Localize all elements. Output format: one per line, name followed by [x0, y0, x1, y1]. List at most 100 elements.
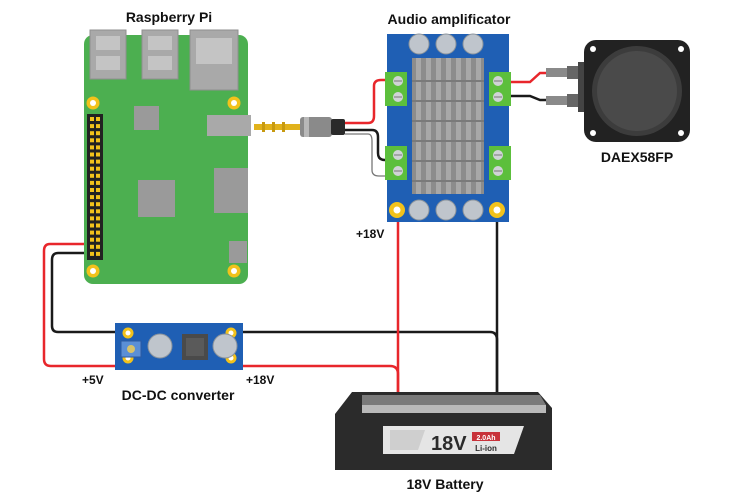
capacitor — [435, 199, 457, 221]
heatsink-groove — [412, 80, 484, 82]
heatsink-fin — [416, 58, 421, 194]
gpio-pin — [96, 216, 100, 221]
wire-gnd-battery — [240, 330, 499, 392]
gpio-pin — [90, 131, 94, 136]
audio-jack-plug — [254, 117, 345, 137]
gpio-pin — [90, 230, 94, 235]
input-terminal — [385, 72, 407, 106]
gpio-pin — [96, 173, 100, 178]
gpio-pin — [90, 159, 94, 164]
gpio-pin — [96, 159, 100, 164]
gpio-pin — [90, 209, 94, 214]
gpio-pin — [90, 244, 94, 249]
gpio-pin — [96, 195, 100, 200]
heatsink-fins — [412, 58, 484, 194]
heatsink-fin — [436, 58, 441, 194]
input-terminal — [385, 146, 407, 180]
audio-amplifier-board — [385, 33, 511, 222]
battery-capacity: 2.0Ah — [476, 435, 495, 442]
wire-audio-shield — [345, 133, 393, 177]
capacitor — [435, 33, 457, 55]
label-converter-plus-18v: +18V — [246, 373, 274, 387]
gpio-pins — [90, 117, 100, 256]
converter-capacitor — [212, 333, 238, 359]
heatsink-groove — [412, 120, 484, 122]
label-dc-dc-converter: DC-DC converter — [122, 387, 235, 403]
converter-capacitor — [147, 333, 173, 359]
raspberry-pi-board — [84, 29, 251, 284]
battery-capacity-badge — [472, 432, 500, 441]
gpio-pin — [96, 209, 100, 214]
gpio-pin — [90, 216, 94, 221]
gpio-pin — [90, 251, 94, 256]
gpio-pin — [90, 237, 94, 242]
gpio-pin — [90, 124, 94, 129]
gpio-pin — [96, 230, 100, 235]
heatsink-groove — [412, 180, 484, 182]
gpio-pin — [90, 180, 94, 185]
dc-dc-converter-board — [115, 323, 243, 370]
gpio-pin — [90, 195, 94, 200]
gpio-pin — [90, 117, 94, 121]
label-amp-plus-18v: +18V — [356, 227, 384, 241]
chip-right — [214, 168, 248, 213]
gpio-pin — [96, 202, 100, 207]
heatsink-groove — [412, 100, 484, 102]
audio-jack-socket — [207, 115, 251, 136]
gpio-pin — [96, 152, 100, 157]
gpio-pin — [96, 166, 100, 171]
label-plus-5v: +5V — [82, 373, 104, 387]
gpio-pin — [96, 145, 100, 150]
gpio-pin — [96, 180, 100, 185]
wires — [42, 71, 548, 392]
label-speaker: DAEX58FP — [601, 149, 673, 165]
chip-cpu — [138, 180, 175, 217]
heatsink-fin — [466, 58, 471, 194]
speaker-terminal — [489, 72, 511, 106]
gpio-pin — [90, 145, 94, 150]
gpio-pin — [96, 124, 100, 129]
gpio-pin — [96, 251, 100, 256]
capacitor — [462, 33, 484, 55]
gpio-pin — [96, 138, 100, 143]
gpio-pin — [96, 223, 100, 228]
gpio-pin — [96, 188, 100, 192]
gpio-pin — [90, 138, 94, 143]
wire-audio-black — [345, 128, 393, 162]
heatsink-fin — [446, 58, 451, 194]
chip-small — [134, 106, 159, 130]
gpio-pin — [90, 173, 94, 178]
gpio-pin — [90, 202, 94, 207]
wire-speaker-red — [510, 71, 548, 84]
gpio-header — [87, 114, 103, 260]
label-battery: 18V Battery — [406, 476, 483, 492]
heatsink-groove — [412, 160, 484, 162]
gpio-pin — [96, 237, 100, 242]
capacitor — [408, 199, 430, 221]
gpio-pin — [90, 166, 94, 171]
heatsink-fin — [456, 58, 461, 194]
capacitor — [462, 199, 484, 221]
battery-chemistry: Li-ion — [475, 444, 497, 453]
wire-gnd-rpi — [50, 251, 120, 334]
speaker-terminal — [489, 146, 511, 180]
heatsink-fin — [426, 58, 431, 194]
gpio-pin — [90, 152, 94, 157]
battery-pack — [335, 392, 552, 470]
wire-audio-red — [345, 78, 393, 125]
label-raspberry-pi: Raspberry Pi — [126, 9, 212, 25]
speaker — [546, 40, 690, 142]
battery-voltage: 18V — [431, 433, 467, 455]
gpio-pin — [96, 131, 100, 136]
wire-speaker-black — [510, 94, 548, 102]
heatsink-fin — [476, 58, 481, 194]
capacitor — [408, 33, 430, 55]
chip-corner — [229, 241, 247, 263]
gpio-pin — [90, 223, 94, 228]
gpio-pin — [96, 117, 100, 121]
wire-5v — [42, 242, 120, 368]
gpio-pin — [96, 244, 100, 249]
gpio-pin — [90, 188, 94, 192]
label-audio-amplifier: Audio amplificator — [388, 11, 511, 27]
heatsink-groove — [412, 140, 484, 142]
